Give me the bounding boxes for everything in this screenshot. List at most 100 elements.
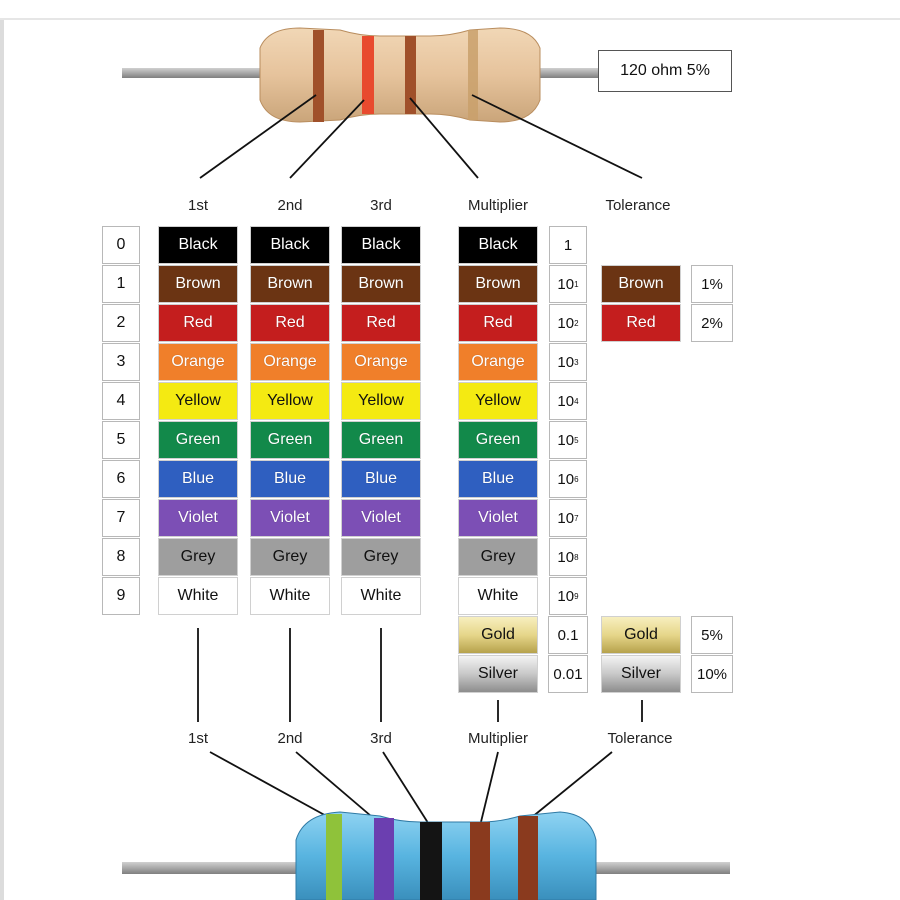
tolerance-value-silver: 10% [691, 655, 733, 693]
band-3-grey: Grey [341, 538, 421, 576]
bottom-resistor-lead-right [580, 862, 730, 874]
band-2-yellow: Yellow [250, 382, 330, 420]
band-2-red: Red [250, 304, 330, 342]
multiplier-exponent: 1 [574, 279, 579, 289]
band-1-brown: Brown [158, 265, 238, 303]
tolerance-gold: Gold [601, 616, 681, 654]
band-1-grey: Grey [158, 538, 238, 576]
band-3-green: Green [341, 421, 421, 459]
band-3-orange: Orange [341, 343, 421, 381]
multiplier-yellow: Yellow [458, 382, 538, 420]
band-3-yellow: Yellow [341, 382, 421, 420]
band-2-brown: Brown [250, 265, 330, 303]
bottom-band-3 [420, 822, 442, 900]
band-2-blue: Blue [250, 460, 330, 498]
tolerance-value-gold: 5% [691, 616, 733, 654]
footer-3rd: 3rd [370, 730, 392, 747]
multiplier-exponent: 5 [574, 435, 579, 445]
band-1-white: White [158, 577, 238, 615]
footer-tolerance: Tolerance [607, 730, 673, 747]
multiplier-gold: Gold [458, 616, 538, 654]
band-3-blue: Blue [341, 460, 421, 498]
multiplier-base: 10 [557, 392, 575, 410]
header-2nd: 2nd [277, 197, 303, 214]
band-3-brown: Brown [341, 265, 421, 303]
top-resistor-lead-left [122, 68, 272, 78]
multiplier-base: 10 [557, 431, 575, 449]
band-2-black: Black [250, 226, 330, 264]
digit-cell: 7 [102, 499, 140, 537]
band-3-black: Black [341, 226, 421, 264]
top-pointer-lines [199, 94, 643, 179]
bottom-band-5 [518, 816, 538, 900]
bottom-pointer-lines [209, 751, 613, 827]
top-resistor [122, 27, 600, 123]
top-pointer-3rd [409, 97, 479, 179]
digit-cell: 5 [102, 421, 140, 459]
digit-cell: 2 [102, 304, 140, 342]
tolerance-brown: Brown [601, 265, 681, 303]
multiplier-exponent: 8 [574, 552, 579, 562]
band-2-grey: Grey [250, 538, 330, 576]
header-1st: 1st [187, 197, 208, 214]
tolerance-value-brown: 1% [691, 265, 733, 303]
multiplier-grey: Grey [458, 538, 538, 576]
top-band-3 [405, 36, 416, 114]
multiplier-base: 10 [557, 587, 575, 605]
header-tolerance: Tolerance [605, 197, 671, 214]
multiplier-base: 10 [557, 470, 575, 488]
multiplier-black: Black [458, 226, 538, 264]
tolerance-value-red: 2% [691, 304, 733, 342]
band-3-violet: Violet [341, 499, 421, 537]
multiplier-value: 1 [549, 226, 587, 264]
left-border [0, 20, 4, 900]
multiplier-orange: Orange [458, 343, 538, 381]
digit-cell: 6 [102, 460, 140, 498]
multiplier-brown: Brown [458, 265, 538, 303]
multiplier-violet: Violet [458, 499, 538, 537]
top-band-1 [313, 30, 324, 122]
drop-lines [197, 628, 643, 722]
multiplier-silver: Silver [458, 655, 538, 693]
digit-cell: 8 [102, 538, 140, 576]
digit-cell: 0 [102, 226, 140, 264]
top-band-2 [362, 36, 374, 114]
digit-cell: 1 [102, 265, 140, 303]
digit-cell: 3 [102, 343, 140, 381]
footer-multiplier: Multiplier [467, 730, 528, 747]
top-pointer-tolerance [471, 94, 643, 179]
bottom-resistor [122, 811, 730, 900]
multiplier-base: 10 [557, 314, 575, 332]
multiplier-base: 10 [557, 275, 575, 293]
band-2-orange: Orange [250, 343, 330, 381]
band-3-white: White [341, 577, 421, 615]
tolerance-silver: Silver [601, 655, 681, 693]
bottom-pointer-2nd [295, 751, 379, 823]
multiplier-white: White [458, 577, 538, 615]
multiplier-exponent: 4 [574, 396, 579, 406]
resistor-value-label: 120 ohm 5% [598, 50, 732, 92]
bottom-pointer-tolerance [525, 751, 613, 823]
multiplier-exponent: 3 [574, 357, 579, 367]
header-multiplier: Multiplier [467, 197, 528, 214]
multiplier-base: 10 [557, 509, 575, 527]
multiplier-red: Red [458, 304, 538, 342]
bottom-band-4 [470, 822, 490, 900]
multiplier-exponent: 9 [574, 591, 579, 601]
multiplier-exponent: 2 [574, 318, 579, 328]
multiplier-green: Green [458, 421, 538, 459]
multiplier-base: 10 [557, 548, 575, 566]
top-resistor-lead-right [520, 68, 600, 78]
digit-cell: 9 [102, 577, 140, 615]
multiplier-base: 10 [557, 353, 575, 371]
multiplier-value-gold: 0.1 [548, 616, 588, 654]
band-2-white: White [250, 577, 330, 615]
band-1-black: Black [158, 226, 238, 264]
